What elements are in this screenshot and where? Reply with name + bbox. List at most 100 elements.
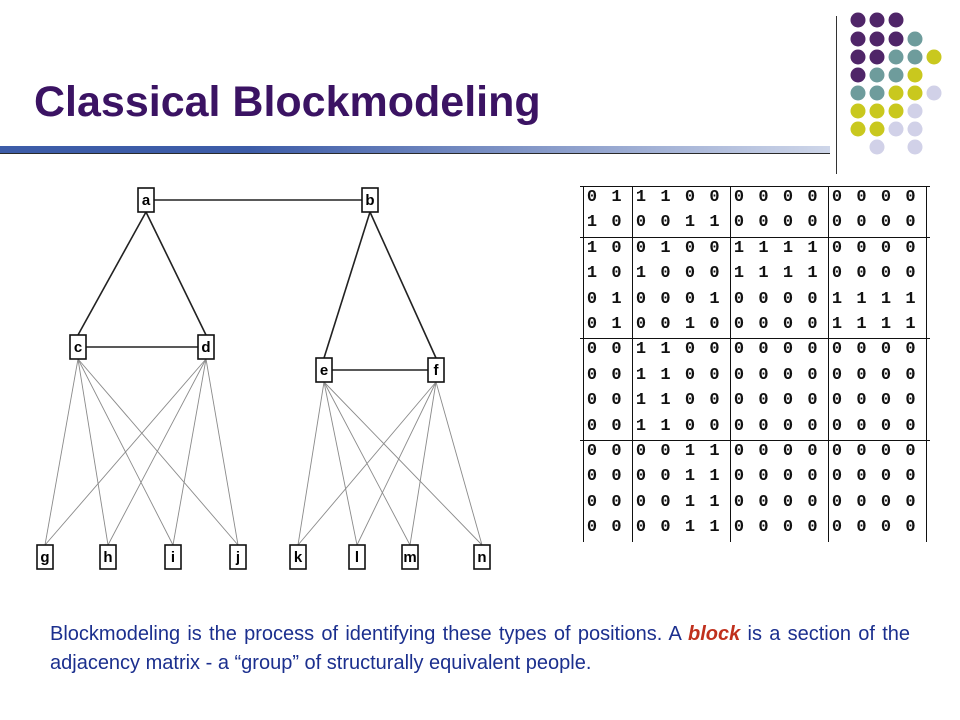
graph-edge — [323, 211, 371, 359]
matrix-cell: 0 — [635, 492, 647, 512]
matrix-cell: 0 — [660, 467, 671, 487]
graph-edge — [107, 358, 207, 546]
graph-node-label: h — [103, 549, 112, 566]
matrix-cell: 1 — [660, 365, 671, 385]
decorative-dot — [869, 85, 885, 101]
graph-node-label: b — [365, 192, 374, 209]
matrix-cell: 0 — [880, 340, 892, 360]
graph-edge — [323, 381, 483, 546]
matrix-cell: 1 — [782, 238, 794, 258]
matrix-cell: 1 — [905, 315, 916, 334]
matrix-cell: 1 — [660, 238, 671, 258]
matrix-cell: 0 — [782, 365, 794, 385]
decorative-dot — [907, 85, 923, 101]
matrix-cell: 0 — [758, 340, 769, 360]
matrix-cell: 1 — [684, 492, 696, 512]
matrix-cell: 0 — [684, 416, 696, 436]
matrix-cell: 0 — [880, 467, 892, 487]
matrix-cell: 0 — [635, 467, 647, 487]
matrix-cell: 0 — [905, 238, 916, 258]
matrix-cell: 0 — [831, 213, 843, 233]
slide-title: Classical Blockmodeling — [34, 78, 541, 126]
matrix-cell: 0 — [586, 416, 598, 436]
matrix-cell: 1 — [586, 264, 598, 284]
graph-node-n: n — [473, 544, 491, 570]
matrix-cell: 0 — [831, 188, 843, 207]
caption-text-start: Blockmodeling is the process of identify… — [50, 623, 689, 645]
graph-node-j: j — [229, 544, 247, 570]
title-rule-thin — [0, 153, 830, 154]
matrix-cell: 0 — [660, 492, 671, 512]
matrix-cell: 0 — [733, 416, 745, 436]
matrix-cell: 1 — [684, 213, 696, 233]
matrix-cell: 0 — [709, 188, 720, 207]
decorative-dot — [869, 139, 885, 155]
graph-node-l: l — [348, 544, 366, 570]
matrix-cell: 0 — [611, 391, 622, 411]
matrix-cell: 1 — [905, 289, 916, 309]
caption-text-end: is a section of the adjacency matrix - a… — [50, 623, 910, 674]
graph-node-c: c — [69, 334, 87, 360]
matrix-cell: 0 — [856, 365, 867, 385]
matrix-cell: 0 — [880, 213, 892, 233]
matrix-cell: 0 — [684, 238, 696, 258]
matrix-cell: 1 — [856, 289, 867, 309]
decorative-dot — [888, 121, 904, 137]
matrix-cell: 0 — [660, 442, 671, 461]
decorative-dot — [850, 103, 866, 119]
matrix-cell: 0 — [880, 442, 892, 461]
matrix-cell: 0 — [733, 289, 745, 309]
matrix-cell: 0 — [807, 340, 818, 360]
matrix-cell: 0 — [856, 442, 867, 461]
matrix-cell: 0 — [635, 289, 647, 309]
matrix-cell: 1 — [856, 315, 867, 334]
matrix-cell: 0 — [758, 289, 769, 309]
matrix-block-divider-vertical — [583, 186, 584, 542]
matrix-cell: 0 — [586, 492, 598, 512]
matrix-cell: 1 — [635, 391, 647, 411]
matrix-cell: 0 — [611, 467, 622, 487]
matrix-cell: 0 — [831, 340, 843, 360]
caption-emphasis-block: block — [688, 623, 741, 645]
matrix-cell: 0 — [684, 289, 696, 309]
decorative-dot — [869, 121, 885, 137]
decorative-dot — [907, 49, 923, 65]
matrix-cell: 1 — [635, 264, 647, 284]
matrix-cell: 0 — [880, 238, 892, 258]
matrix-cell: 0 — [660, 289, 671, 309]
matrix-cell: 0 — [856, 264, 867, 284]
matrix-cell: 0 — [782, 442, 794, 461]
decorative-dot — [850, 49, 866, 65]
matrix-cell: 1 — [709, 518, 720, 538]
matrix-cell: 0 — [880, 365, 892, 385]
matrix-cell: 0 — [831, 492, 843, 512]
graph-edge — [77, 358, 239, 546]
matrix-cell: 0 — [586, 365, 598, 385]
matrix-cell: 0 — [586, 442, 598, 461]
matrix-cell: 0 — [880, 416, 892, 436]
matrix-cell: 0 — [807, 391, 818, 411]
decorative-dot — [850, 121, 866, 137]
matrix-cell: 0 — [611, 442, 622, 461]
matrix-cell: 0 — [807, 365, 818, 385]
graph-edge — [145, 211, 207, 336]
decorative-dot — [907, 103, 923, 119]
matrix-cell: 0 — [831, 264, 843, 284]
matrix-cell: 0 — [831, 442, 843, 461]
matrix-cell: 1 — [831, 315, 843, 334]
decorative-dot — [850, 67, 866, 83]
graph-node-label: n — [477, 549, 486, 566]
decorative-dot — [850, 85, 866, 101]
decorative-dot — [888, 85, 904, 101]
matrix-cell: 0 — [856, 492, 867, 512]
matrix-cell: 0 — [733, 340, 745, 360]
matrix-cell: 1 — [586, 213, 598, 233]
graph-node-label: l — [355, 549, 359, 566]
matrix-cell: 0 — [709, 391, 720, 411]
matrix-cell: 0 — [905, 264, 916, 284]
matrix-cell: 0 — [586, 289, 598, 309]
graph-edge — [77, 358, 109, 546]
